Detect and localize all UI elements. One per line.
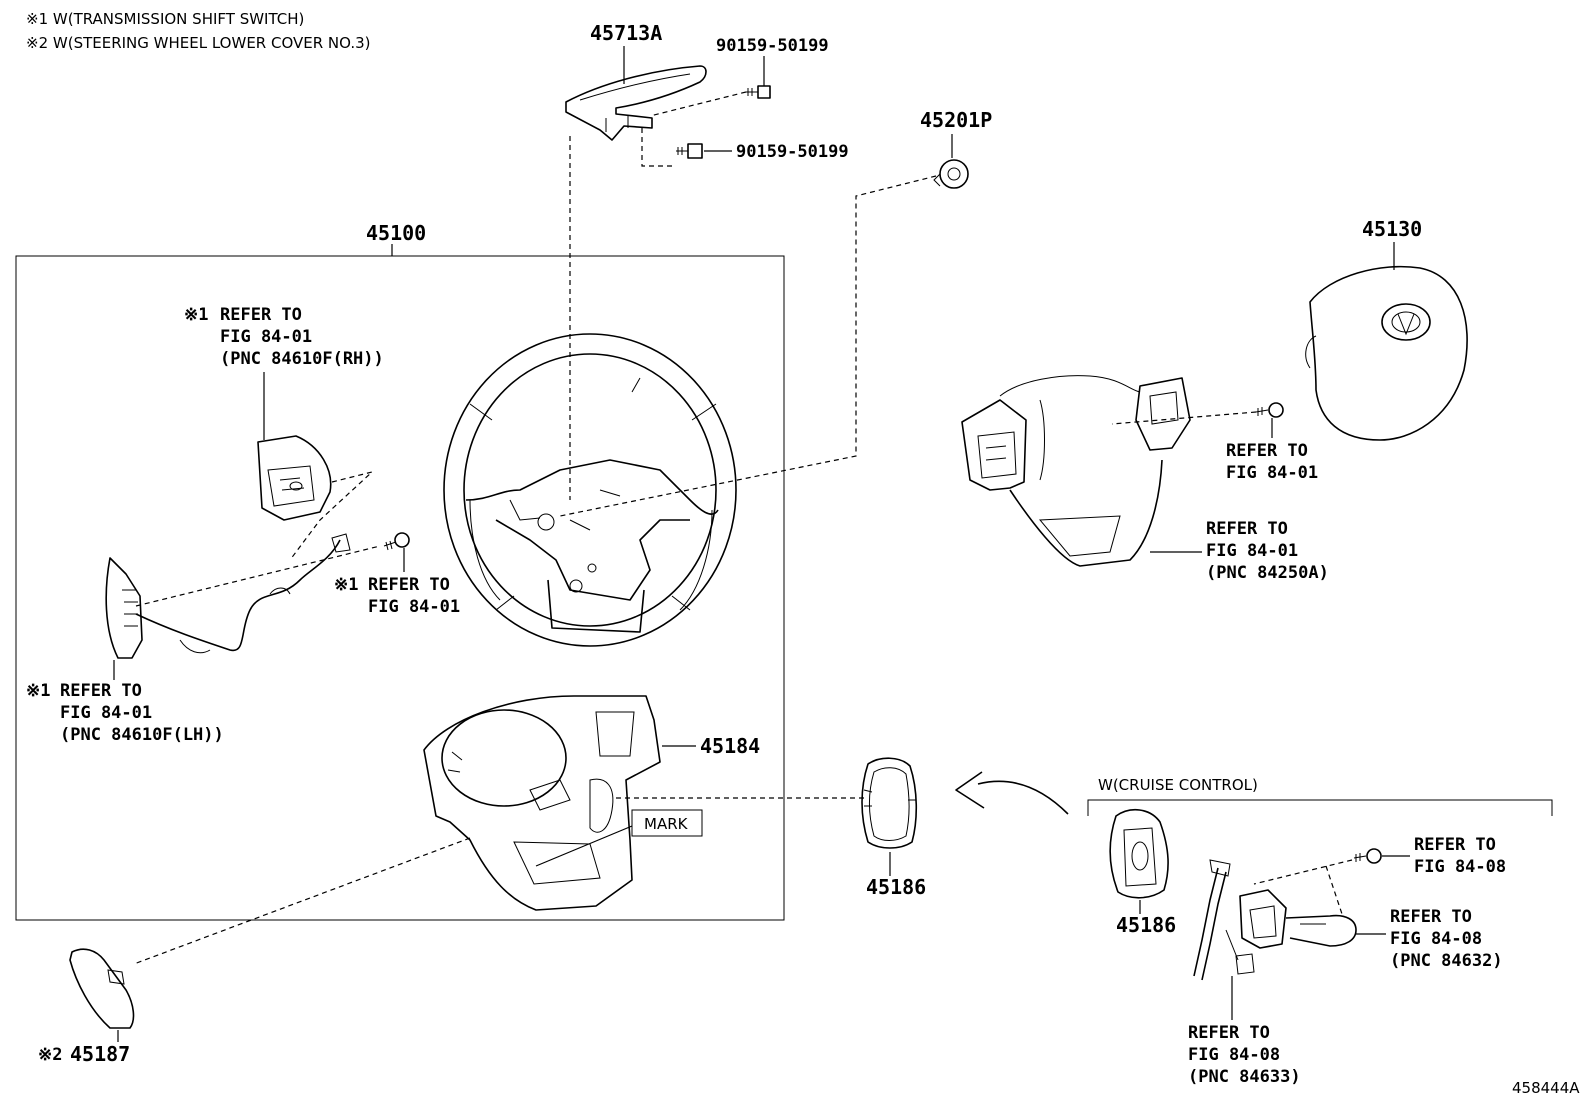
cruise-control-bracket <box>1087 799 1553 816</box>
refer-rh-line3: (PNC 84610F(RH)) <box>220 349 384 369</box>
cover-45186-cruise <box>1109 809 1169 899</box>
refer-sw-r-line1: REFER TO <box>1206 519 1288 539</box>
part-number-45186-cruise: 45186 <box>1116 913 1176 937</box>
mark-label-box <box>631 809 703 837</box>
screw-90159-upper <box>746 85 771 99</box>
diagram-id: 458444A <box>1512 1079 1580 1097</box>
refer-lh-line1: REFER TO <box>60 681 142 701</box>
cover-45713A <box>565 65 707 141</box>
airbag-45130 <box>1305 265 1468 441</box>
switch-wire-harness <box>135 533 351 654</box>
refer-cc-sw-line2: FIG 84-08 <box>1390 929 1482 949</box>
switch-84610F-rh <box>257 435 332 521</box>
refer-cc-wire-line1: REFER TO <box>1188 1023 1270 1043</box>
refer-cc-sw-line1: REFER TO <box>1390 907 1472 927</box>
star1-mid: ※1 <box>334 575 358 595</box>
cover-45186-middle <box>861 757 918 849</box>
cruise-control-label: W(CRUISE CONTROL) <box>1098 776 1258 794</box>
mark-label: MARK <box>644 815 689 833</box>
refer-cc-wire-line2: FIG 84-08 <box>1188 1045 1280 1065</box>
refer-mid-line2: FIG 84-01 <box>368 597 460 617</box>
star1-rh: ※1 <box>184 305 208 325</box>
note-transmission-shift-switch: ※1 W(TRANSMISSION SHIFT SWITCH) <box>26 10 304 28</box>
refer-lh-line2: FIG 84-01 <box>60 703 152 723</box>
nut-45201P <box>933 159 969 189</box>
cover-45187 <box>69 948 135 1029</box>
cruise-control-arrow <box>955 771 1069 815</box>
cruise-switch-84632 <box>1239 889 1357 949</box>
star1-lh: ※1 <box>26 681 50 701</box>
part-number-45201P: 45201P <box>920 108 992 132</box>
part-number-45187: 45187 <box>70 1042 130 1066</box>
lower-cover-45184 <box>423 695 661 911</box>
refer-cc-wire-line3: (PNC 84633) <box>1188 1067 1301 1087</box>
note-lower-cover-no3: ※2 W(STEERING WHEEL LOWER COVER NO.3) <box>26 34 371 52</box>
part-number-45130: 45130 <box>1362 217 1422 241</box>
star2-45187: ※2 <box>38 1045 62 1065</box>
refer-sw-r-line3: (PNC 84250A) <box>1206 563 1329 583</box>
cruise-screw <box>1353 848 1382 864</box>
refer-cc-sw-line3: (PNC 84632) <box>1390 951 1503 971</box>
refer-screw-r-line1: REFER TO <box>1226 441 1308 461</box>
screw-switch-right <box>1255 402 1284 418</box>
screw-90159-lower <box>676 143 703 159</box>
part-number-90159-upper: 90159-50199 <box>716 36 829 56</box>
part-number-45100: 45100 <box>366 221 426 245</box>
refer-cc-screw-line2: FIG 84-08 <box>1414 857 1506 877</box>
refer-rh-line1: REFER TO <box>220 305 302 325</box>
refer-mid-line1: REFER TO <box>368 575 450 595</box>
refer-screw-r-line2: FIG 84-01 <box>1226 463 1318 483</box>
assembly-45100-frame <box>15 255 785 921</box>
refer-cc-screw-line1: REFER TO <box>1414 835 1496 855</box>
switch-84250A <box>961 375 1191 567</box>
switch-84610F-lh <box>105 557 143 659</box>
screw-switch-mid <box>383 532 410 551</box>
refer-lh-line3: (PNC 84610F(LH)) <box>60 725 224 745</box>
refer-rh-line2: FIG 84-01 <box>220 327 312 347</box>
part-number-90159-lower: 90159-50199 <box>736 142 849 162</box>
part-number-45713A: 45713A <box>590 21 662 45</box>
steering-wheel <box>443 333 737 647</box>
part-number-45184: 45184 <box>700 734 760 758</box>
part-number-45186-middle: 45186 <box>866 875 926 899</box>
refer-sw-r-line2: FIG 84-01 <box>1206 541 1298 561</box>
cruise-wire-84633 <box>1193 859 1255 981</box>
